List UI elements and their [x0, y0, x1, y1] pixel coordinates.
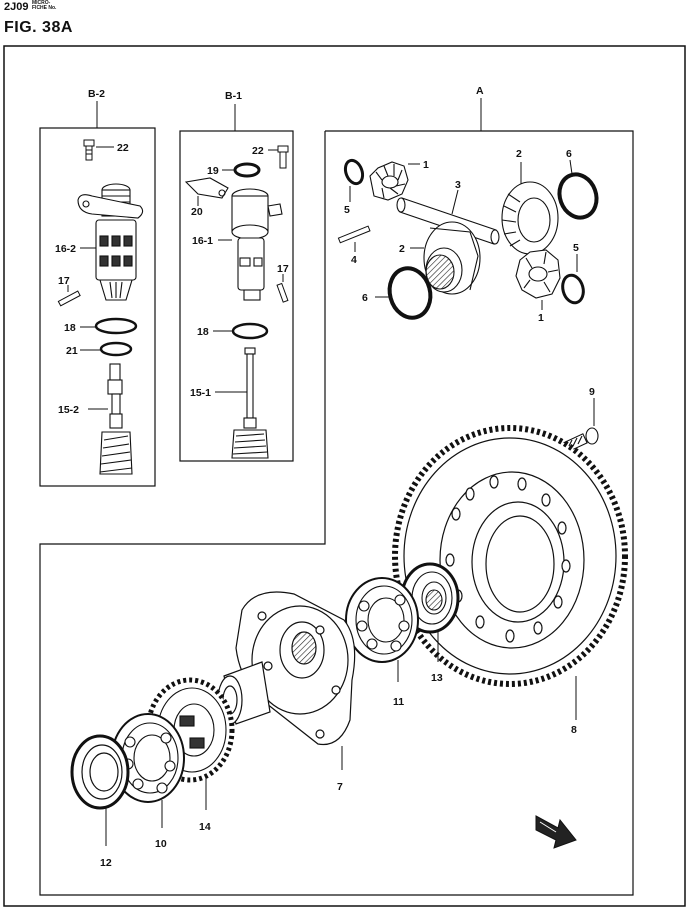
part-pin-4	[337, 225, 371, 244]
callout-16-2: 16-2	[55, 243, 76, 255]
callout-8: 8	[571, 724, 577, 736]
callout-19: 19	[207, 165, 219, 177]
outer-frame	[3, 45, 686, 907]
callout-7: 7	[337, 781, 343, 793]
part-b2-oring-18	[94, 317, 138, 335]
part-b2-pin	[57, 290, 81, 307]
callout-12: 12	[100, 857, 112, 869]
callout-13: 13	[431, 672, 443, 684]
callout-16-1: 16-1	[192, 235, 213, 247]
group-box-a	[39, 130, 634, 896]
callout-22: 22	[117, 142, 129, 154]
part-thrust-washer-6-right	[557, 172, 599, 220]
part-oil-seal-12	[70, 734, 130, 810]
group-label-a: A	[476, 85, 484, 97]
part-bearing-10	[111, 713, 185, 803]
callout-21: 21	[66, 345, 78, 357]
callout-9: 9	[589, 386, 595, 398]
figure-title: FIG. 38A	[4, 19, 73, 36]
part-oil-seal-19	[233, 162, 261, 178]
callout-18: 18	[64, 322, 76, 334]
part-final-gear-8	[392, 425, 628, 687]
group-label-b2: B-2	[88, 88, 105, 100]
fiche-code: 2J09	[4, 1, 29, 13]
part-driven-gear-shaft-15-1	[231, 347, 269, 459]
group-box-b2	[39, 127, 156, 487]
callout-20: 20	[191, 206, 203, 218]
part-b2-washer-21	[99, 341, 133, 357]
callout-a-5-right: 5	[573, 242, 579, 254]
part-driven-gear-shaft-15-2	[99, 363, 133, 475]
part-b2-bolt	[83, 139, 95, 161]
callout-b1-18: 18	[197, 326, 209, 338]
callout-a-1-top: 1	[423, 159, 429, 171]
group-label-b1: B-1	[225, 90, 242, 102]
callout-11: 11	[393, 696, 404, 708]
part-pinion-1-bottom	[515, 249, 561, 299]
front-direction-arrow	[535, 815, 577, 849]
callout-b1-17: 17	[277, 263, 289, 275]
part-thrust-washer-5-right	[561, 273, 585, 305]
part-differential-case-7	[217, 591, 356, 746]
microfiche-label: MICRO- FICHE No.	[32, 0, 57, 11]
part-thrust-washer-6-left	[387, 266, 433, 320]
part-b1-oring-18	[231, 322, 269, 340]
part-b1-pin	[276, 282, 289, 303]
part-bearing-11	[345, 577, 419, 663]
part-gasket-20	[184, 177, 229, 199]
callout-a-6-right: 6	[566, 148, 572, 160]
part-thrust-washer-5-left	[343, 158, 365, 186]
part-pinion-1-top	[369, 161, 409, 201]
callout-a-4: 4	[351, 254, 357, 266]
part-sensor-housing-16-1	[231, 188, 283, 301]
part-b1-bolt	[277, 145, 289, 169]
callout-10: 10	[155, 838, 167, 850]
part-side-gear-2-right	[501, 181, 559, 255]
callout-17: 17	[58, 275, 70, 287]
group-box-b1	[179, 130, 294, 462]
part-side-gear-2-left	[423, 221, 481, 295]
callout-a-2-left: 2	[399, 243, 405, 255]
callout-b1-22: 22	[252, 145, 264, 157]
callout-a-5-left: 5	[344, 204, 350, 216]
part-sensor-housing-16-2	[77, 183, 144, 301]
callout-a-2-top: 2	[516, 148, 522, 160]
callout-14: 14	[199, 821, 211, 833]
callout-a-3: 3	[455, 179, 461, 191]
callout-a-1-bottom: 1	[538, 312, 544, 324]
callout-15-2: 15-2	[58, 404, 79, 416]
callout-15-1: 15-1	[190, 387, 211, 399]
callout-a-6-left: 6	[362, 292, 368, 304]
